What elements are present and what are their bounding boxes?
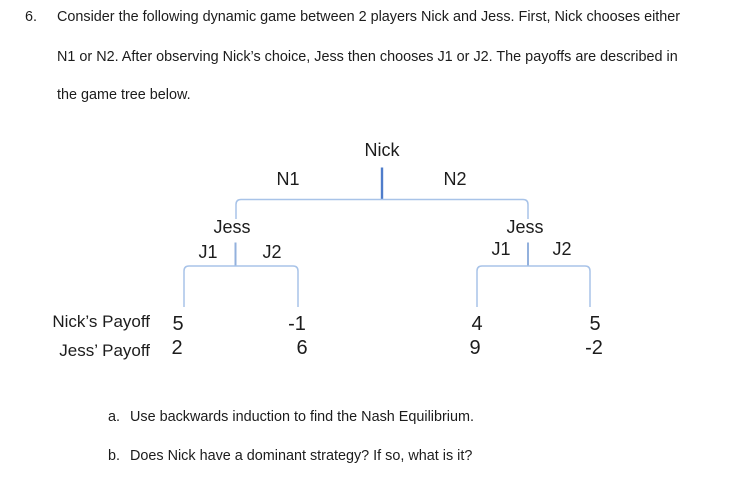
question-text-line-3: the game tree below.: [57, 87, 191, 103]
payoff-row-label-jess: Jess’ Payoff: [59, 341, 150, 360]
branch-label-n2: N2: [443, 169, 467, 189]
payoff-value-jess-1: 2: [171, 337, 183, 359]
action-label-j2-right: J2: [552, 239, 572, 259]
payoff-row-label-nick: Nick’s Payoff: [52, 312, 150, 331]
jess-node-label-left: Jess: [213, 217, 251, 237]
subquestion-b-text: Does Nick have a dominant strategy? If s…: [130, 448, 473, 464]
jess-node-label-right: Jess: [506, 217, 544, 237]
subquestion-a-label: a.: [108, 409, 121, 425]
payoff-value-nick-1: 5: [172, 313, 184, 335]
question-text-line-2: N1 or N2. After observing Nick’s choice,…: [57, 49, 678, 65]
subquestion-a-text: Use backwards induction to find the Nash…: [130, 409, 474, 425]
root-bracket-line: [235, 198, 529, 219]
left-bracket-line: [183, 265, 299, 307]
payoff-value-nick-2: -1: [288, 313, 306, 335]
question-text-line-1: Consider the following dynamic game betw…: [57, 9, 681, 25]
question-number: 6.: [25, 9, 38, 25]
payoff-value-jess-4: -2: [585, 337, 603, 359]
right-bracket-line: [476, 265, 591, 307]
branch-label-n1: N1: [276, 169, 300, 189]
payoff-value-nick-4: 5: [589, 313, 601, 335]
payoff-value-jess-2: 6: [296, 337, 308, 359]
tree-root-label: Nick: [364, 140, 400, 160]
payoff-value-jess-3: 9: [469, 337, 481, 359]
action-label-j2-left: J2: [262, 242, 282, 262]
subquestion-b-label: b.: [108, 448, 121, 464]
action-label-j1-left: J1: [198, 242, 218, 262]
action-label-j1-right: J1: [491, 239, 511, 259]
payoff-value-nick-3: 4: [471, 313, 483, 335]
